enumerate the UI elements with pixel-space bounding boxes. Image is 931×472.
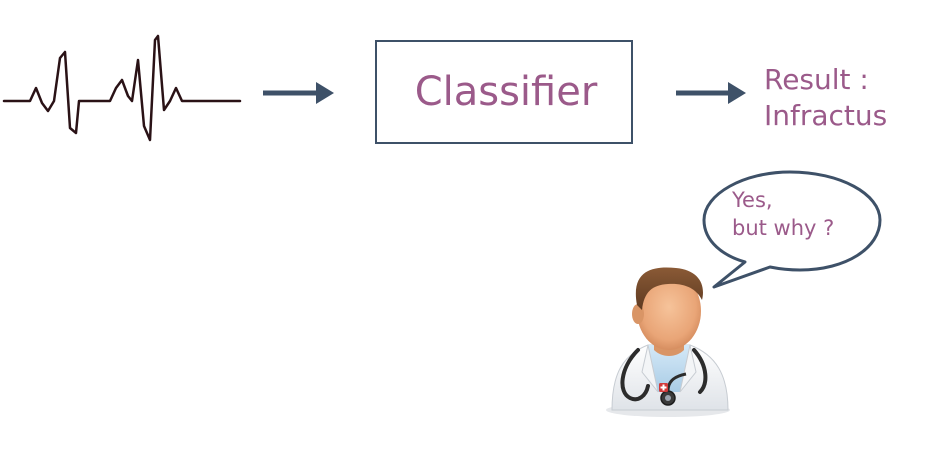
speech-line-1: Yes, (732, 188, 773, 212)
arrow-to-result (676, 82, 746, 104)
speech-bubble (702, 170, 882, 289)
result-text: Result : Infractus (764, 62, 887, 134)
classifier-label: Classifier (414, 69, 598, 115)
result-line-2: Infractus (764, 99, 888, 132)
arrow-to-classifier (263, 82, 334, 104)
result-line-1: Result : (764, 63, 869, 96)
ecg-waveform-icon (2, 34, 242, 142)
speech-line-2: but why ? (732, 216, 835, 240)
speech-bubble-text: Yes, but why ? (732, 186, 834, 242)
classifier-box: Classifier (375, 40, 633, 144)
doctor-icon (606, 267, 730, 417)
